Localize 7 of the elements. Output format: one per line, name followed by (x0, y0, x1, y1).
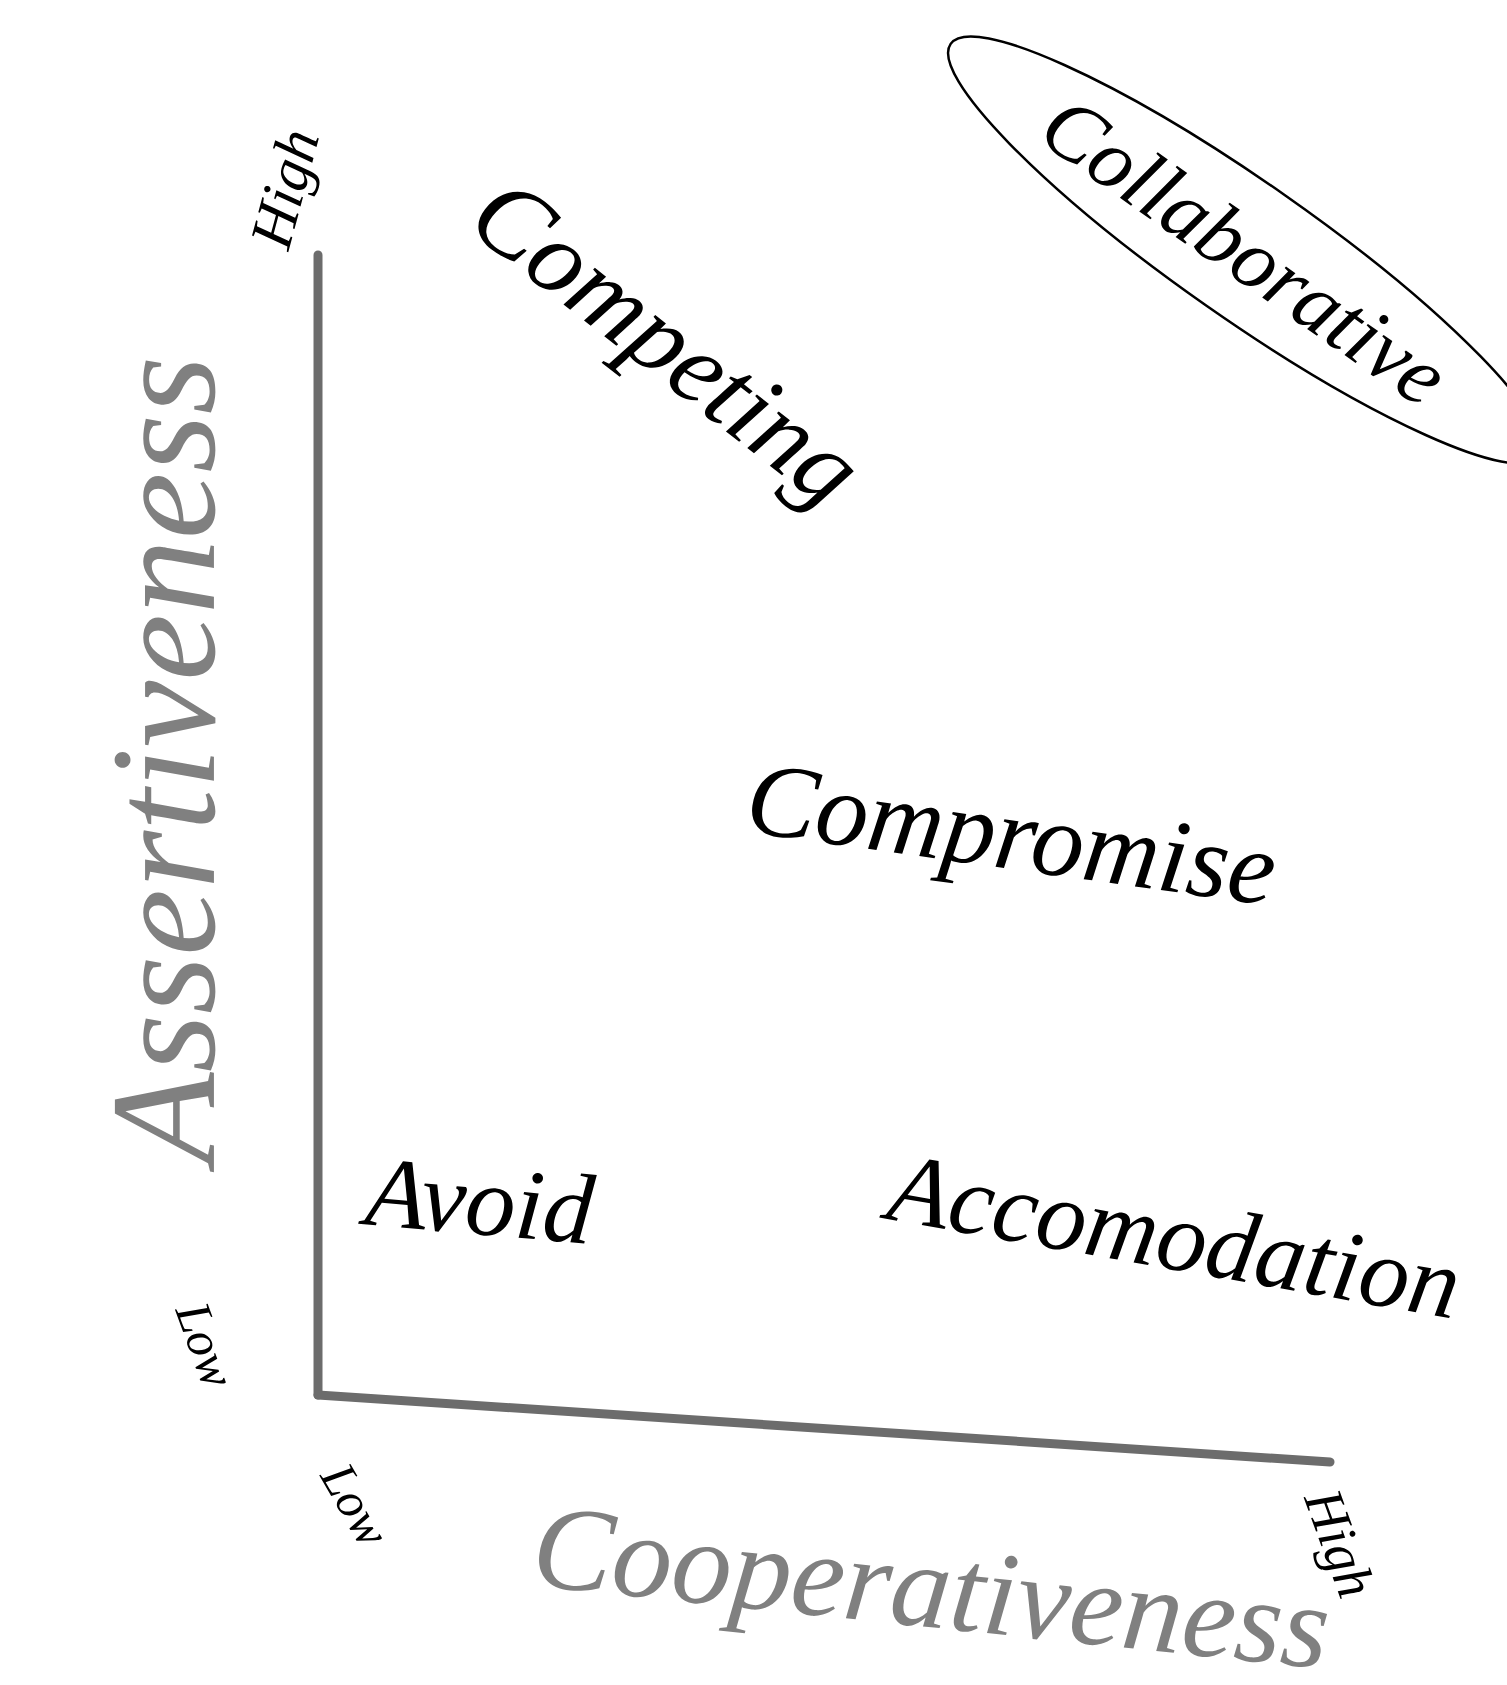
quadrant-label: Compromise (752, 768, 1274, 903)
quadrant-label: Avoid (358, 1161, 597, 1244)
quadrant-label: Accomodation (879, 1159, 1456, 1319)
axis-end-label: Low (174, 1303, 226, 1384)
axis-title: Assertiveness (114, 360, 216, 1173)
axis-end-label: High (252, 132, 320, 253)
axis-end-label: Low (319, 1463, 382, 1541)
